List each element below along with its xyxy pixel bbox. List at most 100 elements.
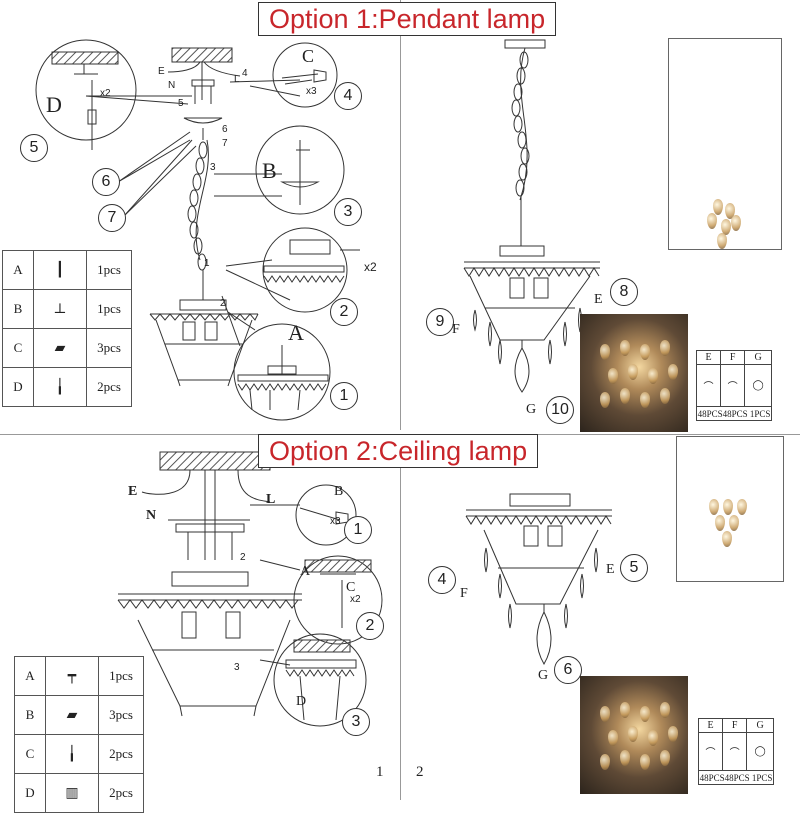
step-2-callout: 2 xyxy=(356,612,384,640)
detail-b-label: B xyxy=(334,484,344,499)
part-number-label: 4 xyxy=(242,68,248,79)
quantity-label: x2 xyxy=(100,88,111,99)
step-4-callout: 4 xyxy=(428,566,456,594)
crystal-f-icon: ⌒ xyxy=(720,364,746,407)
step-1-callout: 1 xyxy=(330,382,358,410)
page-number-left: 1 xyxy=(376,764,384,780)
wire-n-label: N xyxy=(146,508,157,523)
rod-icon: ┃ xyxy=(33,250,87,290)
legend-header: G xyxy=(746,718,774,733)
detail-c-label: C xyxy=(302,46,315,66)
part-qty: 1pcs xyxy=(98,656,144,696)
table-row: C ▰ 3pcs xyxy=(2,328,132,368)
crystal-legend-option1: E F G ⌒ ⌒ ◯ 48PCS48PCS 1PCS xyxy=(695,350,772,421)
crystal-f-label: F xyxy=(460,586,468,601)
part-number-label: 3 xyxy=(234,662,240,673)
ceiling-thumbnail xyxy=(676,436,784,582)
wire-e-label: E xyxy=(128,484,138,499)
part-letter: A xyxy=(14,656,46,696)
detail-a-label: A xyxy=(288,320,304,345)
crystal-f-label: F xyxy=(452,322,460,337)
wire-l-label: L xyxy=(266,492,276,507)
wire-n-label: N xyxy=(168,80,176,91)
step-4-callout: 4 xyxy=(334,82,362,110)
quantity-label: x2 xyxy=(350,594,361,605)
legend-counts: 48PCS48PCS 1PCS xyxy=(698,770,774,785)
table-row: A ┃ 1pcs xyxy=(2,250,132,290)
step-8-callout: 8 xyxy=(610,278,638,306)
step-9-callout: 9 xyxy=(426,308,454,336)
table-row: B ▰ 3pcs xyxy=(14,695,144,735)
nut-icon: ▥ xyxy=(45,773,99,813)
step-5-callout: 5 xyxy=(620,554,648,582)
part-letter: B xyxy=(2,289,34,329)
pendant-thumbnail xyxy=(668,38,782,250)
part-letter: C xyxy=(2,328,34,368)
parts-table-option1: A ┃ 1pcs B ⊥ 1pcs C ▰ 3pcs D ╽ 2pcs xyxy=(2,250,132,407)
quantity-label: x3 xyxy=(330,516,341,527)
detail-c-label: C xyxy=(346,580,356,595)
part-number-label: 3 xyxy=(210,162,216,173)
crystal-e-label: E xyxy=(606,562,615,577)
ceiling-photo xyxy=(580,676,688,794)
crystal-g-icon: ◯ xyxy=(746,732,774,771)
crystal-e-icon: ⌒ xyxy=(695,364,722,407)
part-qty: 3pcs xyxy=(86,328,132,368)
part-letter: D xyxy=(2,367,34,407)
option1-title: Option 1:Pendant lamp xyxy=(258,2,557,36)
screw-icon: ╽ xyxy=(33,367,87,407)
screw-icon: ╽ xyxy=(45,734,99,774)
part-letter: B xyxy=(14,695,46,735)
part-qty: 1pcs xyxy=(86,250,132,290)
crystal-e-label: E xyxy=(594,292,603,307)
part-letter: D xyxy=(14,773,46,813)
detail-d-label: D xyxy=(296,694,307,709)
legend-header: F xyxy=(720,350,746,365)
part-letter: A xyxy=(2,250,34,290)
part-number-label: 2 xyxy=(220,298,226,309)
option2-title: Option 2:Ceiling lamp xyxy=(258,434,539,468)
part-qty: 1pcs xyxy=(86,289,132,329)
step-6-callout: 6 xyxy=(554,656,582,684)
canopy-hook-icon: ⊥ xyxy=(33,289,87,329)
vertical-divider-bottom xyxy=(400,450,401,800)
step-5-callout: 5 xyxy=(20,134,48,162)
part-number-label: 5 xyxy=(178,98,184,109)
crystal-g-label: G xyxy=(526,402,537,417)
step-3-callout: 3 xyxy=(334,198,362,226)
step-6-callout: 6 xyxy=(92,168,120,196)
legend-header: E xyxy=(697,718,724,733)
step-1-callout: 1 xyxy=(344,516,372,544)
mounting-bar-icon: ┯ xyxy=(45,656,99,696)
parts-table-option2: A ┯ 1pcs B ▰ 3pcs C ╽ 2pcs D ▥ 2pcs xyxy=(14,656,144,813)
table-row: D ╽ 2pcs xyxy=(2,367,132,407)
step-10-callout: 10 xyxy=(546,396,574,424)
legend-header: F xyxy=(722,718,748,733)
pendant-photo xyxy=(580,314,688,432)
part-number-label: 7 xyxy=(222,138,228,149)
crystal-f-icon: ⌒ xyxy=(722,732,748,771)
part-qty: 2pcs xyxy=(86,367,132,407)
crystal-e-icon: ⌒ xyxy=(697,732,724,771)
part-number-label: 6 xyxy=(222,124,228,135)
step-3-callout: 3 xyxy=(342,708,370,736)
part-qty: 3pcs xyxy=(98,695,144,735)
quantity-label: x3 xyxy=(306,86,317,97)
part-qty: 2pcs xyxy=(98,773,144,813)
detail-b-label: B xyxy=(262,158,277,183)
wire-e-label: E xyxy=(158,66,165,77)
part-number-label: 1 xyxy=(204,258,210,269)
quantity-label: x2 xyxy=(364,260,377,274)
part-number-label: 2 xyxy=(240,552,246,563)
table-row: A ┯ 1pcs xyxy=(14,656,144,696)
detail-a-label: A xyxy=(300,564,311,579)
crystal-legend-option2: E F G ⌒ ⌒ ◯ 48PCS48PCS 1PCS xyxy=(697,718,774,785)
legend-header: G xyxy=(744,350,772,365)
legend-header: E xyxy=(695,350,722,365)
crystal-g-label: G xyxy=(538,668,549,683)
table-row: B ⊥ 1pcs xyxy=(2,289,132,329)
table-row: D ▥ 2pcs xyxy=(14,773,144,813)
wire-nut-icon: ▰ xyxy=(45,695,99,735)
step-7-callout: 7 xyxy=(98,204,126,232)
